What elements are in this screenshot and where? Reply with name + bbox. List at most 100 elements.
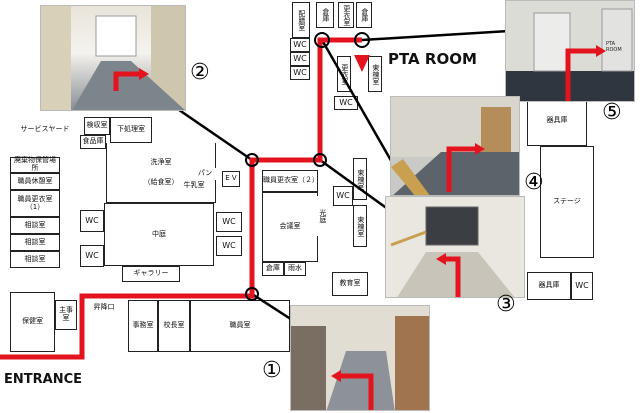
- room-storage-b: 雨水: [284, 262, 306, 276]
- photo-pta-door-5: PTA ROOM: [505, 0, 635, 102]
- room-label: 保健室: [22, 317, 43, 326]
- room-label: 校長室: [163, 321, 185, 330]
- room-stage: ステージ: [540, 146, 594, 258]
- room-wc: WC: [290, 66, 310, 80]
- photo-corridor-3: [385, 196, 525, 298]
- entrance-label: ENTRANCE: [4, 372, 82, 387]
- room-staff-changing-2: 職員更衣室（２）: [262, 170, 319, 192]
- room-education: 教育室: [332, 272, 368, 296]
- room-milk: 牛乳室: [180, 180, 208, 192]
- room-label: パン: [197, 169, 213, 178]
- room-health: 保健室: [10, 292, 55, 352]
- room-label: E V: [225, 174, 237, 183]
- waypoint-2: [245, 153, 259, 167]
- room-label: 職員更衣室（２）: [263, 176, 319, 185]
- room-principal: 校長室: [158, 300, 190, 352]
- room-wc: WC: [333, 186, 353, 206]
- pta-room-label: PTA ROOM: [388, 50, 477, 68]
- waypoint-4: [314, 32, 330, 48]
- callout-1: ①: [262, 358, 282, 383]
- room-label: 相談室: [24, 254, 46, 263]
- room-label: 職員室: [229, 321, 251, 330]
- room-meeting: 会議室: [262, 192, 318, 262]
- room-label: 東棟室: [356, 215, 365, 237]
- room-label: WC: [293, 53, 307, 63]
- pointer-line-5: [361, 28, 526, 42]
- photo-2-scene: [41, 6, 185, 110]
- room-consult-a: 相談室: [10, 217, 60, 234]
- room-staff-rest: 職員休憩室: [10, 173, 60, 190]
- room-label: 倉庫: [360, 8, 369, 22]
- room-label: WC: [222, 216, 236, 226]
- room-label: 配膳室: [297, 9, 306, 31]
- room-wc: WC: [216, 236, 242, 256]
- room-label: 器具庫: [538, 281, 560, 290]
- room-label: WC: [293, 39, 307, 49]
- room-label: 検収室: [86, 121, 108, 130]
- room-label: WC: [85, 250, 99, 260]
- room-courtyard: 中庭: [104, 203, 214, 266]
- room-label: 事務室: [132, 321, 154, 330]
- room-label: 主事室: [59, 306, 73, 322]
- waypoints: [245, 32, 370, 301]
- room-label: 雨水: [288, 264, 302, 273]
- photo-5-tag: PTA ROOM: [606, 41, 622, 53]
- room-label: 職員更衣室（1）: [17, 194, 53, 211]
- room-wc: WC: [80, 245, 104, 267]
- room-label: 更衣室: [340, 63, 349, 85]
- room-custodian: 主事室: [55, 300, 77, 330]
- route-path: [0, 37, 362, 360]
- room-inspection: 検収室: [84, 117, 110, 135]
- room-label: 相談室: [24, 220, 46, 229]
- room-label: 廃棄物保管場所: [14, 156, 56, 172]
- room-label: 食品庫: [82, 137, 104, 146]
- room-label: WC: [575, 280, 589, 290]
- room-label: 昇降口: [93, 303, 115, 312]
- room-wc: WC: [290, 38, 310, 52]
- room-top-f: 東棟室: [368, 56, 382, 92]
- room-storage-a: 倉庫: [262, 262, 284, 276]
- kitchen-labels: 洗浄室 （給食室）: [143, 158, 179, 186]
- room-light: 光庭: [313, 196, 331, 236]
- photo-corridor-4: [390, 96, 520, 196]
- room-label: WC: [293, 67, 307, 77]
- room-top-d: 倉庫: [356, 2, 372, 28]
- waypoint-5: [354, 32, 370, 48]
- waypoint-1: [245, 287, 259, 301]
- waypoint-3: [313, 153, 327, 167]
- room-storage-bottom: 器具庫: [527, 272, 571, 300]
- room-label: 光庭: [318, 209, 327, 223]
- room-wc: WC: [334, 96, 358, 110]
- room-label: （給食室）: [143, 177, 179, 186]
- room-top-a: 配膳室: [292, 2, 310, 38]
- room-label: サービスヤード: [20, 124, 70, 133]
- room-service-yard: サービスヤード: [10, 102, 80, 157]
- room-wc: WC: [80, 210, 104, 232]
- room-office: 事務室: [128, 300, 158, 352]
- callout-4: ④: [524, 170, 544, 195]
- room-label: WC: [336, 190, 350, 200]
- room-label: 更衣室: [342, 4, 351, 26]
- callout-2: ②: [190, 60, 210, 85]
- room-label: WC: [85, 215, 99, 225]
- room-label: WC: [339, 97, 353, 107]
- room-ev: E V: [222, 171, 240, 187]
- room-waste-storage: 廃棄物保管場所: [10, 156, 60, 173]
- room-label: 倉庫: [321, 8, 330, 22]
- room-consult-c: 相談室: [10, 251, 60, 268]
- room-label: 牛乳室: [183, 181, 205, 190]
- room-special-b: 東棟室: [353, 205, 367, 247]
- room-label: 中庭: [152, 229, 166, 238]
- room-label: 相談室: [24, 237, 46, 246]
- photo-entrance-1: [290, 305, 430, 411]
- room-wc: WC: [571, 272, 593, 300]
- room-bread: パン: [194, 168, 216, 180]
- photo-3-scene: [386, 197, 524, 297]
- room-label: ギャラリー: [133, 269, 169, 278]
- room-consult-b: 相談室: [10, 234, 60, 251]
- room-label: 器具庫: [546, 116, 568, 125]
- room-staff-changing-1: 職員更衣室（1）: [10, 190, 60, 217]
- room-wc: WC: [216, 212, 242, 232]
- photo-1-scene: [291, 306, 429, 410]
- room-special-a: 東棟室: [353, 158, 367, 200]
